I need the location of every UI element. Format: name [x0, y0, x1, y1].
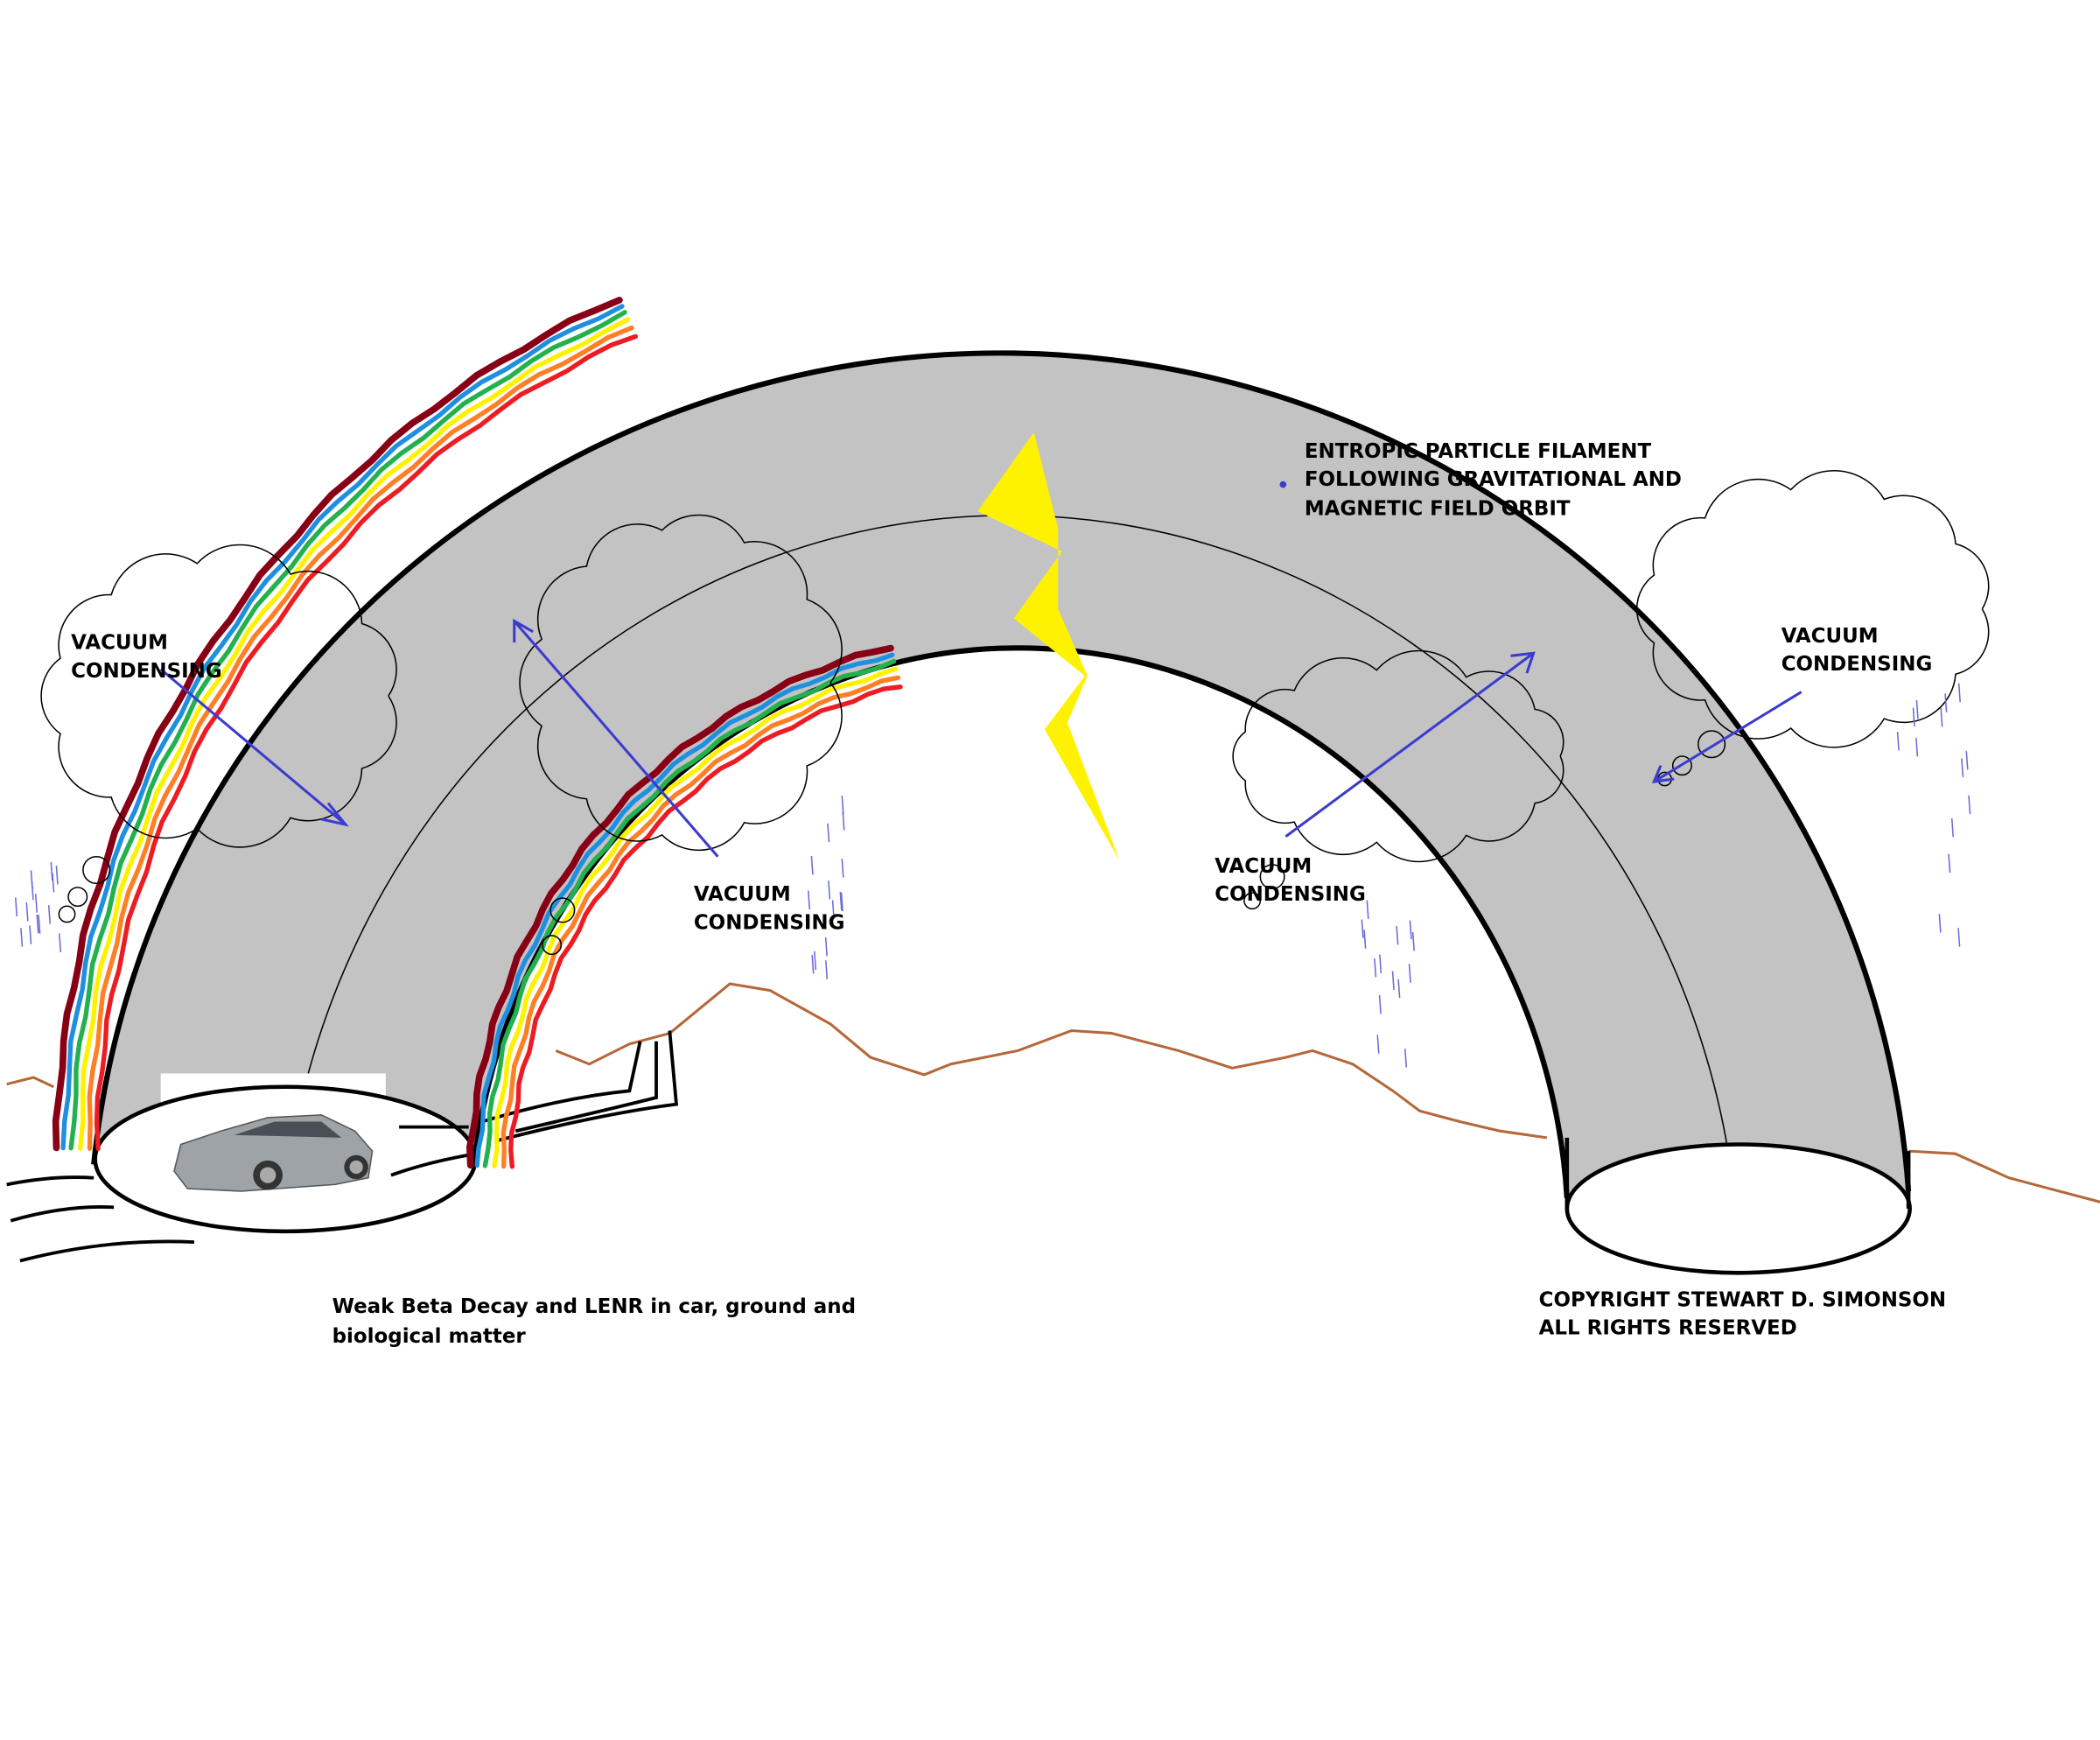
svg-text:FOLLOWING GRAVITATIONAL AND: FOLLOWING GRAVITATIONAL AND	[1305, 468, 1682, 491]
ground-ellipse	[1567, 1144, 1910, 1273]
svg-text:VACUUM: VACUUM	[71, 632, 168, 655]
svg-text:COPYRIGHT STEWART D. SIMONSON: COPYRIGHT STEWART D. SIMONSON	[1539, 1289, 1946, 1312]
svg-text:VACUUM: VACUUM	[694, 883, 791, 906]
svg-text:VACUUM: VACUUM	[1214, 855, 1312, 878]
svg-text:VACUUM: VACUUM	[1782, 625, 1879, 648]
svg-text:ENTROPIC PARTICLE FILAMENT: ENTROPIC PARTICLE FILAMENT	[1305, 440, 1652, 463]
svg-text:CONDENSING: CONDENSING	[694, 911, 845, 934]
filament-dot	[1280, 481, 1287, 488]
svg-text:CONDENSING: CONDENSING	[71, 660, 222, 683]
svg-text:ALL RIGHTS RESERVED: ALL RIGHTS RESERVED	[1539, 1317, 1797, 1340]
svg-text:CONDENSING: CONDENSING	[1782, 653, 1933, 676]
svg-text:CONDENSING: CONDENSING	[1214, 883, 1366, 906]
svg-text:MAGNETIC FIELD ORBIT: MAGNETIC FIELD ORBIT	[1305, 498, 1571, 521]
svg-text:biological matter: biological matter	[332, 1325, 527, 1348]
svg-text:Weak Beta Decay and LENR in ca: Weak Beta Decay and LENR in car, ground …	[332, 1295, 856, 1318]
